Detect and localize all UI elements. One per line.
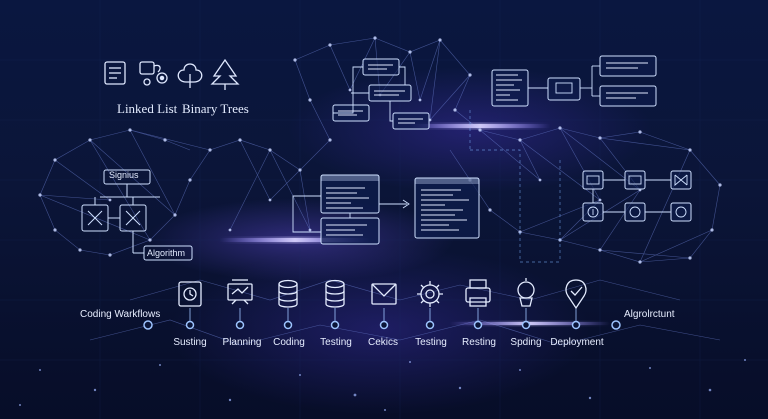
envelope-icon (371, 283, 397, 305)
clock-icon (178, 281, 202, 307)
top-right-flow (491, 55, 657, 107)
right-icon-grid (582, 170, 692, 222)
list-icon (104, 61, 126, 85)
diagram-top-box-label: Signius (109, 170, 139, 180)
tree-icon (177, 63, 203, 88)
whiteboard-icon (227, 279, 253, 305)
linked-nodes-icon (139, 61, 168, 86)
top-icons (104, 58, 240, 90)
step-label: Testing (320, 337, 352, 348)
step-label: Planning (222, 337, 262, 348)
diagram-bottom-box-label: Algorithm (147, 248, 186, 258)
box-icon (586, 175, 600, 185)
circle-icon (629, 206, 641, 218)
hourglass-icon (674, 174, 688, 186)
gear-icon (417, 281, 443, 307)
step-label: Testing (415, 337, 447, 348)
center-code-windows (292, 174, 480, 245)
box-icon (628, 175, 642, 185)
bottom-box (143, 245, 193, 261)
binary-trees-label: Binary Trees (182, 101, 249, 116)
step-label: Susting (173, 337, 207, 348)
step-label: Resting (462, 337, 496, 348)
checkmark-badge-icon (565, 279, 587, 310)
timeline-right-label: Algrolrctunt (624, 309, 675, 320)
step-label: Deployment (550, 337, 604, 348)
database-icon (278, 279, 298, 308)
circle-icon (587, 206, 599, 218)
timeline-left-label: Coding Warkflows (80, 309, 161, 320)
lamp-icon (517, 278, 535, 307)
circle-icon (675, 206, 687, 218)
step-label: Cekics (367, 337, 398, 348)
bottom-sparkles (19, 359, 746, 411)
left-flow-diagram (81, 169, 193, 261)
device-box (547, 77, 581, 101)
timeline-icons (178, 278, 587, 310)
top-center-flow (332, 58, 430, 130)
linked-list-label: Linked List (117, 101, 178, 116)
tree-icon (210, 58, 240, 90)
database-icon (325, 279, 345, 308)
timeline (143, 308, 621, 330)
step-label: Spding (510, 337, 542, 348)
step-label: Coding (273, 337, 305, 348)
printer-icon (465, 279, 491, 307)
